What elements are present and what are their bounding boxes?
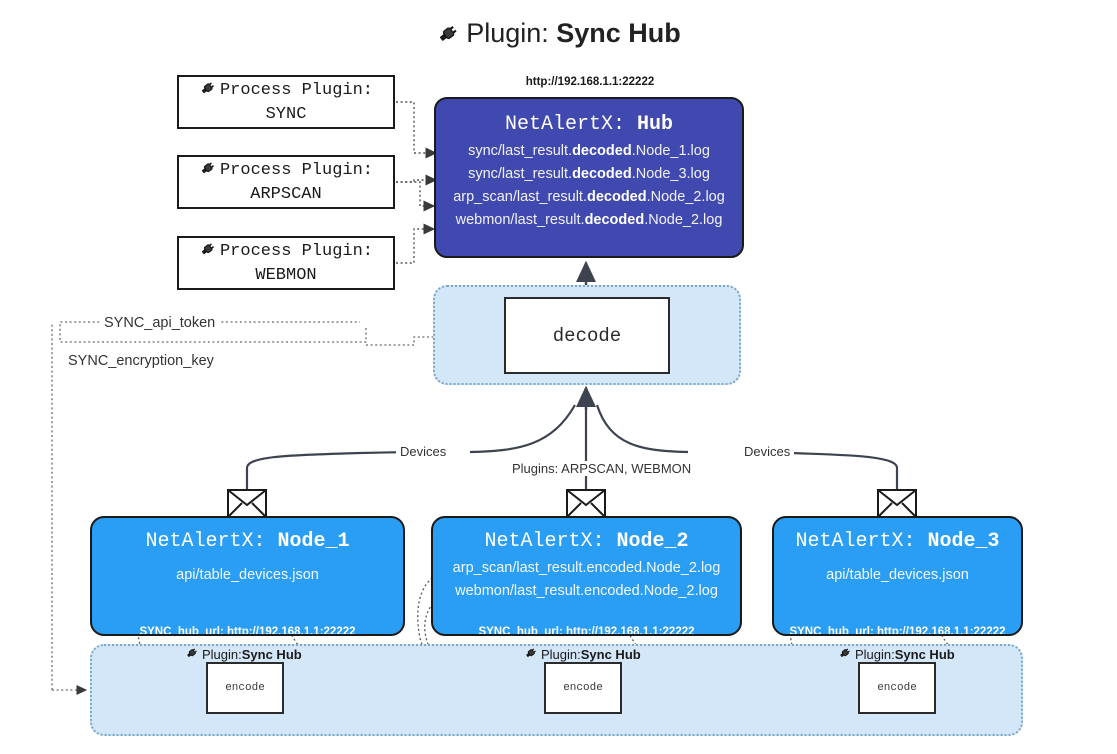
log-strong: decoded (572, 166, 632, 182)
process-plugin-label: Process Plugin: (219, 242, 374, 262)
encoder-label-prefix: Plugin: (541, 646, 581, 662)
edge-label-devices-right: Devices (740, 444, 795, 459)
process-plugin-label: Process Plugin: (219, 81, 374, 101)
node-resource-line: api/table_devices.json (826, 567, 969, 583)
process-plugin-name: SYNC (265, 105, 307, 124)
sync-api-token-label: SYNC_api_token (100, 315, 220, 331)
log-post: .Node_2.log (646, 189, 725, 205)
edge-label-plugins: Plugins: ARPSCAN, WEBMON (508, 461, 696, 476)
node-title: NetAlertX: Node_1 (92, 530, 403, 553)
plug-icon (199, 239, 218, 266)
log-pre: sync/last_result. (468, 166, 573, 182)
node-title-prefix: NetAlertX: (795, 530, 928, 553)
encode-box-3[interactable]: encode (858, 662, 936, 714)
node-box-node-3[interactable]: NetAlertX: Node_3 api/table_devices.json… (772, 516, 1023, 636)
node-resource-line: arp_scan/last_result.encoded.Node_2.log (452, 560, 721, 576)
node-hub-url: SYNC_hub_url: http://192.168.1.1:22222 (774, 626, 1021, 636)
node-title-prefix: NetAlertX: (484, 530, 617, 553)
log-pre: sync/last_result. (468, 143, 573, 159)
node-title-name: Node_3 (927, 530, 1000, 553)
encode-box-1[interactable]: encode (206, 662, 284, 714)
encoder-plugin-label-2: Plugin: Sync Hub (524, 645, 641, 663)
node-title: NetAlertX: Node_3 (774, 530, 1021, 553)
envelope-icon (566, 489, 606, 523)
log-post: .Node_3.log (631, 166, 710, 182)
node-hub-url: SYNC_hub_url: http://192.168.1.1:22222 (92, 626, 403, 636)
encode-box-2[interactable]: encode (544, 662, 622, 714)
plug-icon (199, 158, 218, 185)
log-strong: decoded (572, 143, 632, 159)
log-post: .Node_1.log (631, 143, 710, 159)
hub-title-prefix: NetAlertX: (504, 113, 637, 136)
log-strong: decoded (584, 212, 645, 228)
node-title-name: Node_1 (277, 530, 350, 553)
node-hub-url-value: http://192.168.1.1:22222 (877, 626, 1006, 636)
process-plugin-sync[interactable]: Process Plugin: SYNC (177, 75, 395, 129)
sync-encryption-key-label: SYNC_encryption_key (64, 353, 218, 369)
process-plugin-label: Process Plugin: (219, 161, 374, 181)
node-box-node-2[interactable]: NetAlertX: Node_2 arp_scan/last_result.e… (431, 516, 742, 636)
plugin-to-hub-edges (396, 101, 438, 264)
encoder-label-name: Sync Hub (894, 646, 955, 662)
process-plugin-webmon[interactable]: Process Plugin: WEBMON (177, 236, 395, 290)
hub-title: NetAlertX: Hub (436, 113, 742, 136)
key-route-arrows (52, 331, 502, 696)
hub-log-row: webmon/last_result.decoded.Node_2.log (436, 212, 742, 228)
hub-url-label: http://192.168.1.1:22222 (525, 76, 655, 88)
hub-log-row: sync/last_result.decoded.Node_1.log (436, 143, 742, 159)
hub-log-row: arp_scan/last_result.decoded.Node_2.log (436, 189, 742, 205)
process-plugin-name: ARPSCAN (250, 185, 322, 204)
hub-log-row: sync/last_result.decoded.Node_3.log (436, 166, 742, 182)
node-hub-url-key: SYNC_hub_url: (139, 626, 228, 636)
edge-label-devices-left: Devices (396, 444, 451, 459)
process-plugin-arpscan[interactable]: Process Plugin: ARPSCAN (177, 155, 395, 209)
plug-icon (524, 645, 539, 663)
node-resource-line: webmon/last_result.encoded.Node_2.log (455, 583, 718, 599)
hub-box[interactable]: NetAlertX: Hub sync/last_result.decoded.… (434, 97, 744, 258)
node-hub-url: SYNC_hub_url: http://192.168.1.1:22222 (433, 626, 740, 636)
log-pre: webmon/last_result. (455, 212, 585, 228)
node-hub-url-value: http://192.168.1.1:22222 (566, 626, 695, 636)
node-to-decode-edges (245, 404, 899, 490)
encoder-label-prefix: Plugin: (202, 646, 242, 662)
node-title-prefix: NetAlertX: (145, 530, 278, 553)
page-title: Plugin: Sync Hub (0, 18, 1117, 53)
log-pre: arp_scan/last_result. (453, 189, 587, 205)
plug-icon (199, 78, 218, 105)
node-box-node-1[interactable]: NetAlertX: Node_1 api/table_devices.json… (90, 516, 405, 636)
node-hub-url-key: SYNC_hub_url: (478, 626, 567, 636)
encoder-label-prefix: Plugin: (855, 646, 895, 662)
title-prefix: Plugin: (466, 18, 557, 48)
log-post: .Node_2.log (644, 212, 723, 228)
node-resource-line: api/table_devices.json (176, 567, 319, 583)
encoder-plugin-label-1: Plugin: Sync Hub (185, 645, 302, 663)
encoder-plugin-label-3: Plugin: Sync Hub (838, 645, 955, 663)
encoder-label-name: Sync Hub (580, 646, 641, 662)
node-hub-url-key: SYNC_hub_url: (789, 626, 878, 636)
node-hub-url-value: http://192.168.1.1:22222 (227, 626, 356, 636)
node-title: NetAlertX: Node_2 (433, 530, 740, 553)
plug-icon (436, 20, 462, 53)
node-title-name: Node_2 (616, 530, 689, 553)
decode-box[interactable]: decode (504, 297, 670, 374)
title-name: Sync Hub (556, 18, 681, 48)
plug-icon (838, 645, 853, 663)
plug-icon (185, 645, 200, 663)
encoder-label-name: Sync Hub (241, 646, 302, 662)
hub-title-name: Hub (637, 113, 674, 136)
log-strong: decoded (586, 189, 647, 205)
process-plugin-name: WEBMON (255, 266, 317, 285)
